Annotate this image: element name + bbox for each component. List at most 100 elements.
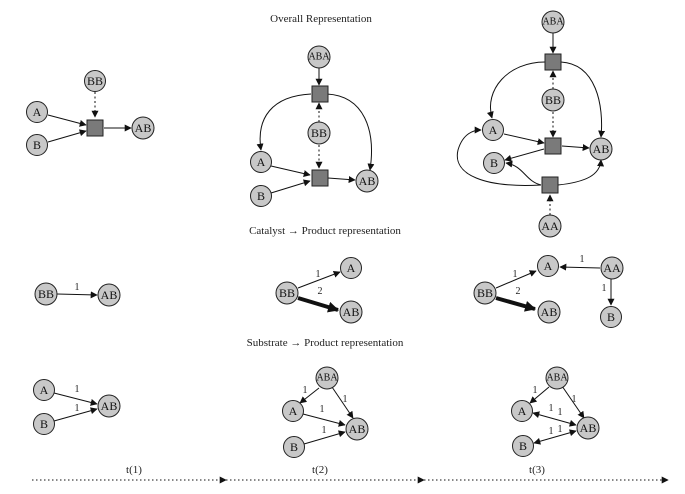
- section-title-substrate: Substrate → Product representation: [247, 337, 404, 349]
- node-label: B: [490, 156, 498, 170]
- edge-weight-aba-ab: 1: [572, 394, 577, 405]
- edge-b-to-reaction: [47, 129, 87, 143]
- substrate-t2-graph: 1 1 1 1 ABA A B AB: [282, 366, 369, 458]
- node-aa: AA: [538, 214, 562, 238]
- node-label: AB: [135, 121, 152, 135]
- node-bb: BB: [541, 88, 565, 112]
- node-b: B: [283, 436, 305, 458]
- edge-bottom-reaction-to-a: [456, 126, 542, 186]
- overall-t1-graph: BB A B AB: [26, 70, 155, 156]
- edge-weight-aba-a: 1: [533, 385, 538, 396]
- node-label: AA: [603, 261, 621, 275]
- node-label: B: [257, 189, 265, 203]
- node-label: A: [347, 261, 356, 275]
- edge-aba-to-a: [529, 386, 550, 404]
- edge-reaction-to-ab: [326, 93, 375, 171]
- node-label: AA: [541, 219, 559, 233]
- edge-reaction-to-a: [256, 93, 312, 151]
- section-title-catalyst: Catalyst → Product representation: [249, 225, 401, 237]
- substrate-t3-graph: 1 1 1 1 1 1 ABA A B AB: [511, 366, 600, 457]
- edge-weight-b-ab-1: 1: [549, 426, 554, 437]
- node-b: B: [250, 185, 272, 207]
- node-a: A: [282, 400, 304, 422]
- node-label: A: [289, 404, 298, 418]
- node-label: B: [290, 440, 298, 454]
- node-b: B: [512, 435, 534, 457]
- node-label: BB: [87, 74, 103, 88]
- node-label: AB: [349, 422, 366, 436]
- edge-weight-aa-a: 1: [580, 254, 585, 265]
- node-ab: AB: [131, 116, 155, 140]
- node-aa: AA: [600, 256, 624, 280]
- reaction-node-bottom: [541, 176, 559, 194]
- edge-bb-to-ab: [495, 296, 537, 312]
- edge-weight: 1: [75, 282, 80, 293]
- reaction-node-upper: [311, 85, 329, 103]
- catalyst-t1-graph: 1 BB AB: [34, 282, 121, 307]
- node-a: A: [33, 379, 55, 401]
- edge-aba-to-ab: [331, 386, 354, 419]
- node-ab: AB: [339, 300, 363, 324]
- edge-a-to-reaction: [270, 165, 311, 177]
- node-label: BB: [311, 126, 327, 140]
- edge-a-to-ab: [53, 392, 98, 406]
- edge-a-to-ab: [302, 413, 346, 427]
- node-label: ABA: [546, 373, 568, 384]
- edge-weight-a-ab: 1: [75, 384, 80, 395]
- node-label: AB: [593, 142, 610, 156]
- time-label-t2: t(2): [312, 464, 328, 476]
- node-a: A: [26, 101, 48, 123]
- node-label: ABA: [542, 17, 564, 28]
- edge-weight-aa-b: 1: [602, 283, 607, 294]
- section-title-overall: Overall Representation: [270, 13, 372, 25]
- edge-weight-aba-ab: 1: [343, 394, 348, 405]
- node-b: B: [26, 134, 48, 156]
- edge-weight-b-ab-2: 1: [558, 424, 563, 435]
- node-label: A: [33, 105, 42, 119]
- edge-bb-to-a: [297, 270, 341, 289]
- edge-b-to-ab: [303, 430, 346, 445]
- node-label: BB: [545, 93, 561, 107]
- edge-aa-to-a: [559, 263, 601, 271]
- edge-a-ab: [532, 411, 577, 427]
- node-aba: ABA: [315, 366, 339, 390]
- edge-middle-reaction-to-b: [504, 148, 545, 162]
- edge-b-to-reaction: [270, 179, 311, 194]
- edge-b-to-ab: [53, 407, 98, 422]
- edge-middle-reaction-to-ab: [561, 144, 590, 152]
- edge-bb-to-a: [495, 270, 537, 289]
- node-label: AB: [101, 288, 118, 302]
- edge-bottom-reaction-to-ab: [557, 159, 605, 186]
- time-label-t3: t(3): [529, 464, 545, 476]
- edge-b-ab: [533, 429, 577, 445]
- node-label: ABA: [316, 373, 338, 384]
- edge-weight-2: 2: [318, 286, 323, 297]
- edge-weight-b-ab: 1: [75, 403, 80, 414]
- overall-t2-graph: ABA BB A B AB: [250, 45, 379, 207]
- node-aba: ABA: [545, 366, 569, 390]
- node-ab: AB: [576, 416, 600, 440]
- node-ab: AB: [355, 169, 379, 193]
- reaction-node-middle: [544, 137, 562, 155]
- node-ab: AB: [97, 394, 121, 418]
- node-a: A: [511, 400, 533, 422]
- edge-a-to-reaction: [47, 114, 87, 127]
- edge-aba-to-a: [299, 387, 320, 404]
- node-a: A: [340, 257, 362, 279]
- node-label: AB: [580, 421, 597, 435]
- node-label: AB: [541, 305, 558, 319]
- edge-weight-a-ab-2: 1: [558, 407, 563, 418]
- node-ab: AB: [345, 417, 369, 441]
- node-a: A: [482, 119, 504, 141]
- node-bb: BB: [307, 121, 331, 145]
- reaction-node-lower: [311, 169, 329, 187]
- node-bb: BB: [84, 70, 106, 92]
- node-label: A: [40, 383, 49, 397]
- node-label: BB: [477, 286, 493, 300]
- node-a: A: [250, 151, 272, 173]
- time-label-t1: t(1): [126, 464, 142, 476]
- node-b: B: [33, 413, 55, 435]
- node-a: A: [537, 255, 559, 277]
